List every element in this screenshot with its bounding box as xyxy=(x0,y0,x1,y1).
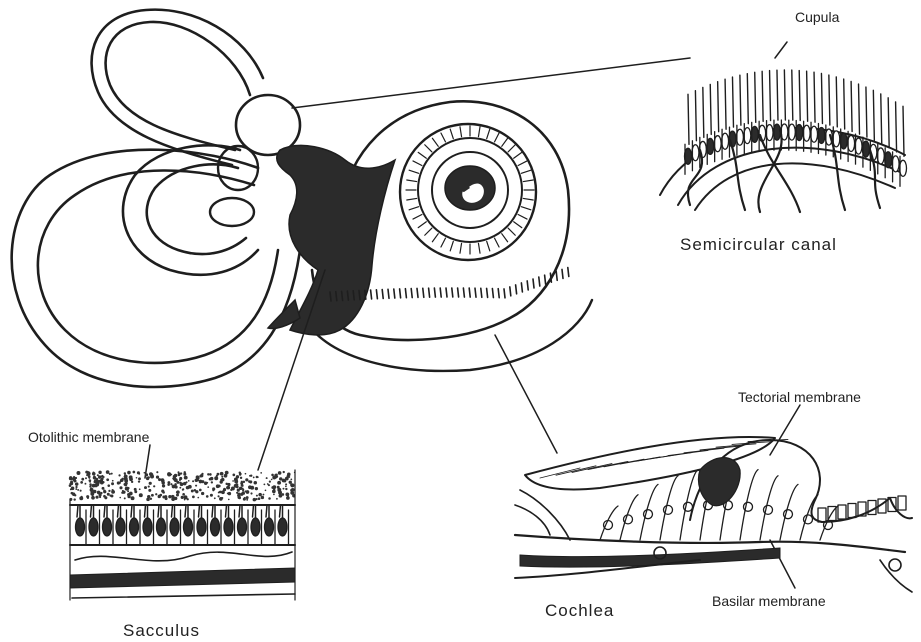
cochlea-detail xyxy=(515,437,912,592)
semicircular-canal-label: Semicircular canal xyxy=(680,235,837,254)
otolithic-membrane-label: Otolithic membrane xyxy=(28,429,150,445)
labyrinth-illustration xyxy=(12,10,592,387)
cochlea-label: Cochlea xyxy=(545,601,614,620)
tectorial-membrane-label: Tectorial membrane xyxy=(738,389,861,405)
sacculus-detail xyxy=(69,470,296,600)
sacculus-label: Sacculus xyxy=(123,621,200,640)
basilar-membrane-label: Basilar membrane xyxy=(712,593,826,609)
cupula-label: Cupula xyxy=(795,9,840,25)
semicircular-canal-detail xyxy=(660,70,907,212)
